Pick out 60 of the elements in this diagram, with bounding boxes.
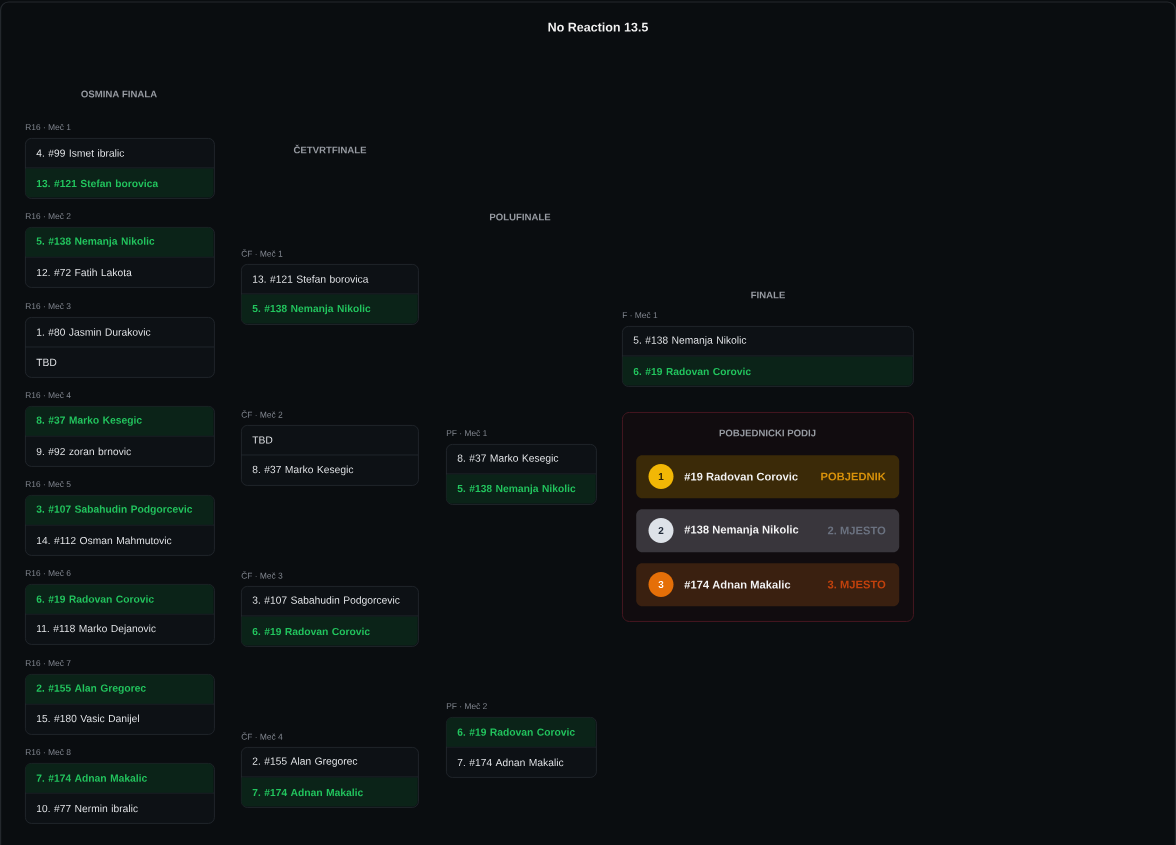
winner-row: 7. #174 Adnan Makalic <box>25 763 214 793</box>
player-name: 1. #80 Jasmin Durakovic <box>37 328 151 336</box>
match-label: R16 · Meč 2 <box>25 212 71 220</box>
place-label: 3. MJESTO <box>827 580 886 589</box>
winner-row: 7. #174 Adnan Makalic <box>241 777 418 807</box>
player-name: 5. #138 Nemanja Nikolic <box>633 336 747 346</box>
player-name: #19 Radovan Corovic <box>684 472 798 481</box>
winner-row: 5. #138 Nemanja Nikolic <box>25 227 214 257</box>
winner-row: 6. #19 Radovan Corovic <box>25 584 214 614</box>
title: No Reaction 13.5 <box>548 22 648 32</box>
player-name: 7. #174 Adnan Makalic <box>457 758 564 767</box>
player-name: 8. #37 Marko Kesegic <box>252 465 354 476</box>
match-label: F · Meč 1 <box>622 311 658 319</box>
winner-row: 6. #19 Radovan Corovic <box>446 717 596 747</box>
match-label: ČF · Meč 3 <box>241 571 283 579</box>
column-heading: OSMINA FINALA <box>81 90 157 98</box>
place-label: 2. MJESTO <box>827 526 886 535</box>
player-name: 10. #77 Nermin ibralic <box>37 804 138 813</box>
player-name: 11. #118 Marko Dejanovic <box>37 624 156 635</box>
player-name: 9. #92 zoran brnovic <box>36 447 131 456</box>
match-label: R16 · Meč 6 <box>25 569 71 577</box>
winner-row: 6. #19 Radovan Corovic <box>241 616 418 646</box>
match-label: PF · Meč 1 <box>446 429 487 437</box>
player-name: 8. #37 Marko Kesegic <box>457 454 559 464</box>
match-label: R16 · Meč 7 <box>25 659 71 667</box>
player-name: #174 Adnan Makalic <box>684 580 791 589</box>
column-heading: FINALE <box>751 291 785 299</box>
winner-row: 2. #155 Alan Gregorec <box>25 674 214 704</box>
match-label: R16 · Meč 1 <box>25 123 71 131</box>
player-name: TBD <box>36 358 57 366</box>
match-label: R16 · Meč 3 <box>25 302 71 310</box>
player-name: 3. #107 Sabahudin Podgorcevic <box>252 596 400 606</box>
match-label: PF · Meč 2 <box>446 702 487 710</box>
winner-row: 8. #37 Marko Kesegic <box>25 406 214 436</box>
player-name: 15. #180 Vasic Danijel <box>37 714 139 725</box>
player-name: 13. #121 Stefan borovica <box>253 275 369 283</box>
winner-row: 5. #138 Nemanja Nikolic <box>241 294 418 324</box>
match-label: ČF · Meč 2 <box>241 410 283 418</box>
player-name: #138 Nemanja Nikolic <box>684 525 799 536</box>
match-label: R16 · Meč 8 <box>25 748 71 756</box>
match-label: ČF · Meč 1 <box>241 249 283 257</box>
player-name: 2. #155 Alan Gregorec <box>252 757 358 767</box>
rank-badge: 3 <box>648 572 674 597</box>
winner-row: 5. #138 Nemanja Nikolic <box>446 474 596 504</box>
match-label: R16 · Meč 5 <box>25 480 71 488</box>
player-name: 14. #112 Osman Mahmutovic <box>37 536 172 545</box>
winner-row: 3. #107 Sabahudin Podgorcevic <box>25 495 214 525</box>
winner-row: 6. #19 Radovan Corovic <box>622 356 913 386</box>
panel-heading: POBJEDNICKI PODIJ <box>719 429 816 437</box>
place-label: POBJEDNIK <box>821 472 886 481</box>
column-heading: ČETVRTFINALE <box>293 144 367 154</box>
player-name: 12. #72 Fatih Lakota <box>37 268 132 277</box>
player-name: 4. #99 Ismet ibralic <box>36 149 125 157</box>
match-label: R16 · Meč 4 <box>25 391 71 399</box>
player-name: TBD <box>252 436 273 444</box>
column-heading: POLUFINALE <box>490 213 551 221</box>
winner-row: 13. #121 Stefan borovica <box>25 168 214 198</box>
match-label: ČF · Meč 4 <box>241 732 283 740</box>
rank-badge: 2 <box>648 518 674 543</box>
rank-badge: 1 <box>648 464 674 489</box>
